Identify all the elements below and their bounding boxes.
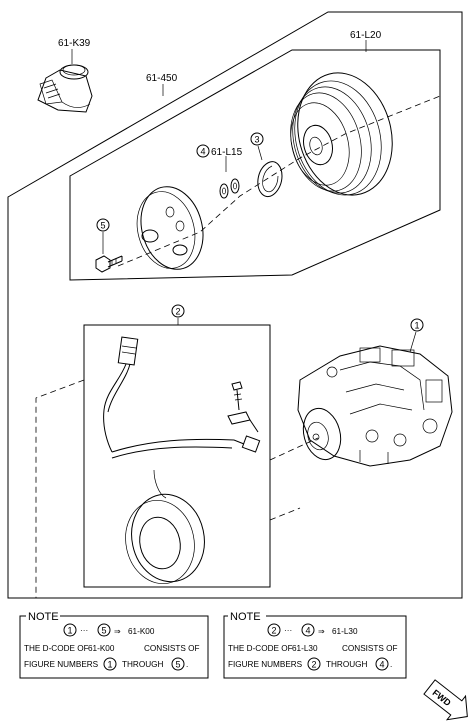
snap-ring-icon [257, 161, 283, 198]
pulley-icon [290, 72, 393, 196]
note-right-line2-b: CONSISTS OF [342, 644, 398, 653]
callout-field-coil-circle [171, 304, 185, 318]
note-left-line3-n1: 1 [107, 660, 112, 670]
note-left-arrow: ⇒ [114, 627, 121, 636]
note-right-line3-b: THROUGH [326, 660, 367, 669]
callout-shim-circle [196, 144, 210, 158]
note-left-period: . [186, 660, 188, 669]
fwd-label: FWD [431, 688, 454, 709]
callout-snap-ring-circle [250, 132, 264, 146]
note-right-arrow: ⇒ [318, 627, 325, 636]
assembly-frame [7, 11, 463, 599]
note-left-range-start: 1 [67, 626, 72, 636]
harness-connector-icon [103, 336, 261, 459]
callout-shim-number: 4 [200, 147, 205, 157]
fwd-arrow-icon: FWD [423, 679, 468, 721]
snap-ring-leader [257, 145, 263, 161]
clutch-axis-line [117, 95, 441, 267]
note-right-line2-code: 61-L30 [292, 644, 318, 653]
pressure-plate-icon [136, 186, 204, 270]
relay-icon [37, 64, 93, 113]
callout-shim-label: 61-L15 [211, 147, 243, 158]
note-left-dots: ··· [80, 626, 88, 635]
note-right-range-end: 4 [305, 626, 310, 636]
coil-axis-line-bottom [269, 507, 301, 521]
note-right-line2-a: THE D-CODE OF [228, 644, 293, 653]
clutch-subframe [69, 49, 441, 281]
callout-clutch-label: 61-L20 [350, 30, 382, 41]
note-right-dots: ··· [284, 626, 292, 635]
compressor-icon [297, 345, 453, 467]
note-left-line2-a: THE D-CODE OF [24, 644, 89, 653]
bolt-icon [95, 255, 123, 273]
coil-axis-line-lower [269, 437, 319, 461]
note-right-period: . [390, 660, 392, 669]
callout-bolt-circle [96, 218, 110, 232]
note-right-title: NOTE [230, 611, 261, 623]
shims-icon [219, 178, 240, 199]
note-right-line3-n1: 2 [311, 660, 316, 670]
note-left-line3-a: FIGURE NUMBERS [24, 660, 99, 669]
callout-snap-ring-number: 3 [254, 135, 259, 145]
note-left-line2-b: CONSISTS OF [144, 644, 200, 653]
note-right-line3-a: FIGURE NUMBERS [228, 660, 303, 669]
note-left-line2-code: 61-K00 [88, 644, 115, 653]
callout-field-coil-number: 2 [175, 307, 180, 317]
note-left-line3-n2: 5 [175, 660, 180, 670]
note-left-code: 61-K00 [128, 627, 155, 636]
callout-compressor-circle [410, 318, 424, 332]
note-right-code: 61-L30 [332, 627, 358, 636]
field-coil-icon [125, 469, 205, 585]
note-left-range-end: 5 [101, 626, 106, 636]
note-right: NOTE 2 ··· 4 ⇒ 61-L30 THE D-CODE OF 61-L… [223, 611, 407, 679]
note-right-line3-n2: 4 [379, 660, 384, 670]
note-left: NOTE 1 ··· 5 ⇒ 61-K00 THE D-CODE OF 61-K… [19, 611, 209, 679]
callout-relay-label: 61-K39 [58, 38, 91, 49]
note-right-range-start: 2 [271, 626, 276, 636]
callout-compressor-number: 1 [414, 321, 419, 331]
note-left-title: NOTE [28, 611, 59, 623]
coil-axis-line-upper [35, 379, 85, 598]
callout-bolt-number: 5 [100, 221, 105, 231]
clip-screw-icon [227, 381, 259, 433]
callout-assembly-label: 61-450 [146, 73, 178, 84]
note-left-line3-b: THROUGH [122, 660, 163, 669]
compressor-leader [409, 331, 417, 353]
field-coil-frame [83, 324, 271, 588]
